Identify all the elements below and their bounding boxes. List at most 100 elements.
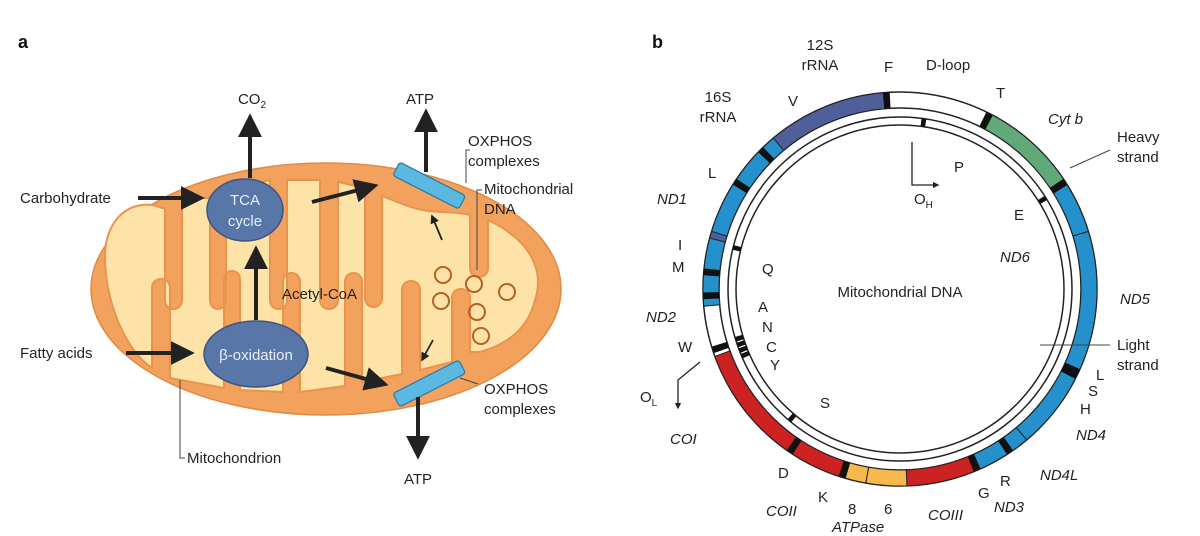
- rrna16-label-2: rRNA: [700, 109, 737, 126]
- trna-g-bar: [967, 454, 981, 472]
- co2-label: CO2: [238, 91, 267, 111]
- trna-k-label: K: [818, 489, 828, 506]
- trna-m-bar: [703, 292, 720, 300]
- trna-f-bar: [882, 92, 891, 109]
- trna-s2-label: S: [1088, 383, 1098, 400]
- trna-s2-bar: [1062, 362, 1080, 376]
- trna-p-label: P: [954, 159, 964, 176]
- trna-t-label: T: [996, 85, 1005, 102]
- light-strand-label-1: Light: [1117, 337, 1150, 354]
- center-label: Mitochondrial DNA: [837, 284, 962, 301]
- co1-label: COI: [670, 431, 697, 448]
- oh-label: OH: [914, 191, 933, 211]
- trna-q-tick: [732, 245, 742, 252]
- trna-w-label: W: [678, 339, 693, 356]
- panel-b: b Mitochondrial DNA OH OL 12S rRNA 16S r…: [640, 32, 1160, 536]
- oxphos-complex-bottom: [393, 360, 466, 407]
- nd6-label: ND6: [1000, 249, 1031, 266]
- trna-d-bar: [787, 437, 802, 455]
- trna-n-tick: [736, 340, 746, 348]
- co1-segment: [714, 350, 797, 452]
- co2-gene-label: COII: [766, 503, 797, 520]
- cytb-label: Cyt b: [1048, 111, 1083, 128]
- trna-i-bar: [703, 268, 720, 277]
- oxphos-top-label-1: OXPHOS: [468, 133, 532, 150]
- fatty-acids-label: Fatty acids: [20, 345, 93, 362]
- trna-v-bar: [732, 178, 750, 194]
- trna-l1-bar: [758, 147, 775, 164]
- nd6-segment: [1052, 183, 1090, 237]
- mtdna-circles: [432, 266, 516, 345]
- atp-bottom-label: ATP: [404, 471, 432, 488]
- nd4-label: ND4: [1076, 427, 1106, 444]
- light-strand-trna-ticks: [732, 118, 1048, 423]
- light-strand-label-2: strand: [1117, 357, 1159, 374]
- atp-top-label: ATP: [406, 91, 434, 108]
- trna-e-bar: [1050, 178, 1068, 194]
- atp6-segment: [865, 466, 908, 487]
- trna-c-tick: [738, 345, 748, 353]
- mtdna-thin-arrows: [421, 214, 443, 362]
- nd1-label: ND1: [657, 191, 687, 208]
- oh-arrow: [911, 142, 940, 189]
- trna-t-bar: [979, 111, 993, 130]
- panel-a-letter: a: [18, 32, 29, 52]
- trna-f-label: F: [884, 59, 893, 76]
- trna-a-label: A: [758, 299, 768, 316]
- beta-oxidation-label: β-oxidation: [219, 347, 293, 364]
- tca-cycle-blob: [206, 178, 284, 242]
- nd5-segment: [1063, 230, 1098, 373]
- oxphos-bottom-label-2: complexes: [484, 401, 556, 418]
- trna-s1-label: S: [820, 395, 830, 412]
- ol-label: OL: [640, 389, 658, 409]
- trna-e-label: E: [1014, 207, 1024, 224]
- tca-label-1: TCA: [230, 192, 260, 209]
- nd2-label: ND2: [646, 309, 677, 326]
- trna-m-label: M: [672, 259, 685, 276]
- trna-d-label: D: [778, 465, 789, 482]
- trna-w-bar: [711, 341, 729, 354]
- atp6-label: 6: [884, 501, 892, 518]
- dloop-label: D-loop: [926, 57, 970, 74]
- heavy-strand-leader: [1069, 149, 1111, 169]
- trna-r-bar: [998, 437, 1013, 455]
- trna-l1-label: L: [708, 165, 716, 182]
- oxphos-top-label-2: complexes: [468, 153, 540, 170]
- trna-a-tick: [734, 334, 744, 342]
- panel-a-leader-lines: [179, 149, 482, 459]
- mito-dna-label-2: DNA: [484, 201, 516, 218]
- trna-p-tick: [920, 118, 927, 127]
- nd5-label: ND5: [1120, 291, 1151, 308]
- panel-b-letter: b: [652, 32, 663, 52]
- trna-q-label: Q: [762, 261, 774, 278]
- co3-label: COIII: [928, 507, 963, 524]
- trna-i-label: I: [678, 237, 682, 254]
- trna-n-label: N: [762, 319, 773, 336]
- heavy-strand-segments: [702, 91, 1098, 487]
- trna-y-label: Y: [770, 357, 780, 374]
- acetyl-coa-label: Acetyl-CoA: [282, 286, 357, 303]
- atp8-label: 8: [848, 501, 856, 518]
- panel-a: a TCA cycle β-oxidation Acetyl-CoA: [18, 32, 573, 488]
- beta-oxidation-blob: [203, 320, 309, 388]
- nd3-label: ND3: [994, 499, 1025, 516]
- trna-l2-label: L: [1096, 367, 1104, 384]
- mito-dna-label-1: Mitochondrial: [484, 181, 573, 198]
- trna-s1-tick: [787, 413, 797, 423]
- trna-h-label: H: [1080, 401, 1091, 418]
- tca-label-2: cycle: [228, 213, 262, 230]
- trna-k-bar: [839, 461, 851, 479]
- mitochondrion-label: Mitochondrion: [187, 450, 281, 467]
- atpase-label: ATPase: [831, 519, 884, 536]
- heavy-strand-label-1: Heavy: [1117, 129, 1160, 146]
- trna-g-label: G: [978, 485, 990, 502]
- rrna12-label-2: rRNA: [802, 57, 839, 74]
- rrna16-label-1: 16S: [705, 89, 732, 106]
- trna-r-label: R: [1000, 473, 1011, 490]
- atp8-segment: [841, 461, 870, 484]
- ol-arrow: [674, 361, 701, 410]
- oxphos-bottom-label-1: OXPHOS: [484, 381, 548, 398]
- heavy-strand-label-2: strand: [1117, 149, 1159, 166]
- nd4l-label: ND4L: [1040, 467, 1078, 484]
